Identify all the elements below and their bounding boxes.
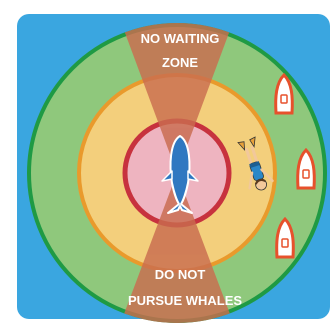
no-waiting-zone-label-line1: NO WAITING bbox=[141, 31, 220, 46]
do-not-pursue-label-line1: DO NOT bbox=[155, 267, 206, 282]
do-not-pursue-label-line2: PURSUE WHALES bbox=[128, 293, 242, 308]
no-waiting-zone-label-line2: ZONE bbox=[162, 55, 198, 70]
